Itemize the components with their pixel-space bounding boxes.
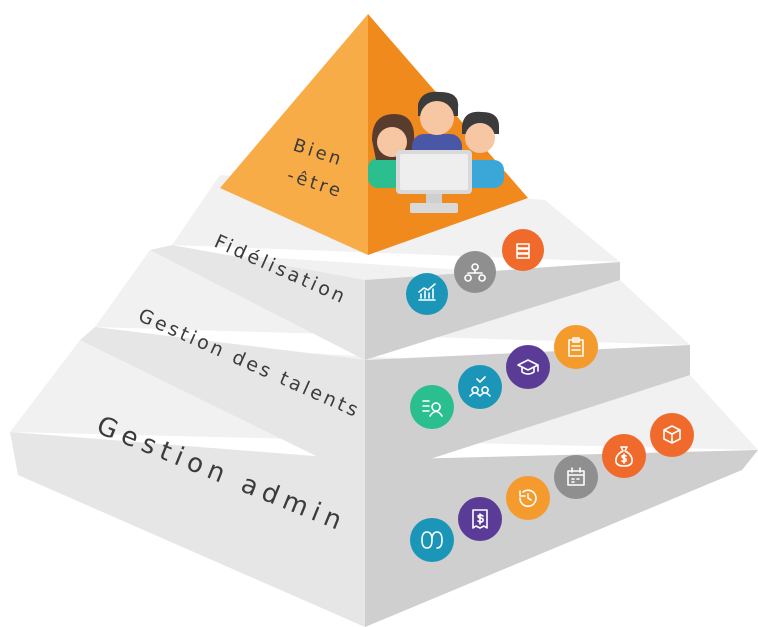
graduation-cap-badge bbox=[506, 345, 550, 389]
clipboard-glyph bbox=[568, 337, 584, 357]
candidate-list-icon bbox=[410, 385, 454, 429]
clipboard-icon bbox=[554, 325, 598, 369]
payslip-glyph bbox=[472, 509, 488, 529]
graduation-cap-icon bbox=[506, 345, 550, 389]
clipboard-badge bbox=[554, 325, 598, 369]
candidate-list-glyph bbox=[422, 400, 443, 417]
people-computer-illustration bbox=[368, 91, 504, 213]
tier-talents-right-face bbox=[365, 345, 690, 480]
flip-flops-glyph bbox=[421, 531, 443, 549]
box-icon bbox=[650, 413, 694, 457]
team-check-glyph bbox=[469, 376, 491, 397]
payslip-icon bbox=[458, 497, 502, 541]
growth-chart-icon bbox=[406, 273, 448, 315]
growth-chart-glyph bbox=[418, 283, 436, 301]
history-icon bbox=[506, 476, 550, 520]
history-glyph bbox=[519, 489, 537, 508]
team-hierarchy-icon bbox=[454, 251, 496, 293]
fidelisation-icon-row bbox=[406, 229, 544, 315]
calendar-badge bbox=[554, 455, 598, 499]
tier-admin-right-face bbox=[365, 450, 758, 627]
graduation-cap-glyph bbox=[517, 359, 539, 375]
money-bag-icon bbox=[602, 434, 646, 478]
talents-icon-row bbox=[410, 325, 598, 429]
admin-icon-row bbox=[410, 413, 694, 562]
box-glyph bbox=[663, 425, 681, 444]
coins-glyph bbox=[516, 243, 530, 259]
calendar-icon bbox=[554, 455, 598, 499]
coins-badge bbox=[502, 229, 544, 271]
tier-bien-etre: Bien -être bbox=[220, 14, 528, 255]
tier-fidelisation-left-face bbox=[150, 245, 365, 360]
apex-left-face bbox=[220, 14, 368, 255]
team-hierarchy-glyph bbox=[464, 263, 486, 282]
coins-icon bbox=[502, 229, 544, 271]
tier-gestion-talents: Gestion des talents bbox=[80, 250, 690, 480]
flip-flops-icon bbox=[410, 518, 454, 562]
team-check-badge bbox=[458, 365, 502, 409]
tier-admin-left-face bbox=[10, 432, 365, 627]
calendar-glyph bbox=[567, 467, 585, 486]
team-check-icon bbox=[458, 365, 502, 409]
money-bag-glyph bbox=[615, 446, 633, 467]
growth-chart-badge bbox=[406, 273, 448, 315]
tier-talents-left-face bbox=[80, 327, 365, 480]
